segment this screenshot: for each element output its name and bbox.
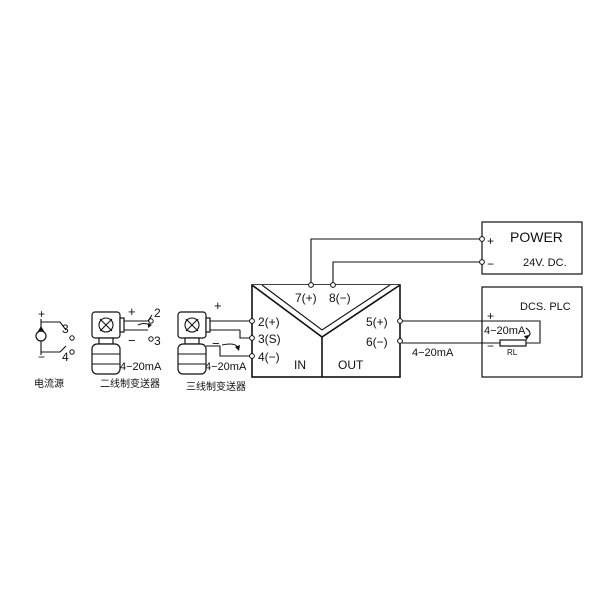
terminal-6-label: 6(−) xyxy=(366,335,388,349)
three-wire-connector xyxy=(205,317,211,333)
dcs-plus: + xyxy=(487,309,494,323)
power-minus: − xyxy=(487,257,494,271)
terminal-5-label: 5(+) xyxy=(366,315,388,329)
two-wire-current: 4−20mA xyxy=(120,361,162,373)
terminal-6-dot xyxy=(397,338,403,344)
two-wire-node-2: 2 xyxy=(154,306,161,320)
three-wire-gauge xyxy=(184,317,200,333)
current-source-label: 电流源 xyxy=(34,377,64,390)
power-box xyxy=(481,221,583,275)
two-wire-minus: − xyxy=(128,333,136,348)
two-wire-node-3: 3 xyxy=(154,334,161,348)
source-wire-3 xyxy=(41,321,67,331)
source-node-4: 4 xyxy=(62,350,69,364)
two-wire-terminal-3 xyxy=(148,336,154,342)
power-wire-negative xyxy=(332,261,480,283)
terminal-8-dot xyxy=(330,282,336,288)
terminal-3-label: 3(S) xyxy=(258,332,281,346)
power-supply: POWER 24V. DC. + − xyxy=(479,221,583,275)
power-plus-terminal xyxy=(479,236,485,242)
resistor-label: RL xyxy=(507,348,518,357)
three-wire-arrow-head xyxy=(235,345,240,351)
isolator-module: 7(+) 8(−) 2(+) 3(S) 4(−) 5(+) 6(−) IN OU… xyxy=(249,282,403,378)
two-wire-label: 二线制变送器 xyxy=(100,377,160,390)
three-wire-body xyxy=(177,343,207,375)
two-wire-body xyxy=(91,343,121,375)
two-wire-terminal-2 xyxy=(148,318,154,324)
three-wire-current: 4−20mA xyxy=(205,361,247,373)
power-voltage: 24V. DC. xyxy=(523,257,567,269)
two-wire-wire-2 xyxy=(124,314,153,322)
three-wire-transmitter: + − 4−20mA 三线制变送器 xyxy=(177,298,247,393)
dcs-current: 4−20mA xyxy=(484,325,526,337)
terminal-4-dot xyxy=(249,353,255,359)
input-wire-3b xyxy=(239,330,250,339)
power-plus: + xyxy=(487,234,494,248)
two-wire-plus: + xyxy=(128,304,136,319)
source-terminal-4 xyxy=(69,349,75,355)
terminal-2-label: 2(+) xyxy=(258,315,280,329)
current-source: + − 3 4 电流源 xyxy=(34,307,75,390)
output-signal-label: 4−20mA xyxy=(412,347,454,359)
dcs-internal-loop-top xyxy=(482,320,541,344)
terminal-8-label: 8(−) xyxy=(329,291,351,305)
terminal-4-label: 4(−) xyxy=(258,350,280,364)
module-out-label: OUT xyxy=(338,358,364,372)
two-wire-gauge xyxy=(98,317,114,333)
two-wire-connector xyxy=(119,317,125,333)
three-wire-minus: − xyxy=(212,336,220,351)
terminal-3-dot xyxy=(249,335,255,341)
input-wire-4 xyxy=(206,345,250,357)
source-node-3: 3 xyxy=(62,322,69,336)
source-wire-4 xyxy=(41,345,67,353)
terminal-7-label: 7(+) xyxy=(295,291,317,305)
dcs-title: DCS. PLC xyxy=(520,301,571,313)
two-wire-gauge-line-2 xyxy=(99,318,113,332)
two-wire-transmitter: + − 2 3 4−20mA 二线制变送器 xyxy=(91,304,162,390)
load-resistor xyxy=(499,339,527,347)
terminal-2-dot xyxy=(249,318,255,324)
power-minus-terminal xyxy=(479,259,485,265)
three-wire-gauge-line-2 xyxy=(185,318,199,332)
terminal-5-dot xyxy=(397,318,403,324)
dcs-minus: − xyxy=(487,339,494,353)
dcs-arrow-head xyxy=(524,335,529,340)
terminal-7-dot xyxy=(308,282,314,288)
source-arrow xyxy=(38,326,44,331)
power-wire-positive xyxy=(310,238,480,283)
module-v-inner xyxy=(261,284,391,331)
power-title: POWER xyxy=(510,229,563,245)
three-wire-neck xyxy=(184,337,200,345)
three-wire-label: 三线制变送器 xyxy=(186,380,246,393)
source-symbol xyxy=(35,330,47,342)
two-wire-neck xyxy=(98,337,114,345)
source-minus: − xyxy=(38,350,45,364)
dcs-box xyxy=(481,286,583,378)
module-in-label: IN xyxy=(294,358,306,372)
source-terminal-3 xyxy=(69,335,75,341)
three-wire-plus: + xyxy=(214,298,222,313)
two-wire-arrow-head xyxy=(148,323,152,328)
dcs-plc: DCS. PLC + − 4−20mA RL xyxy=(481,286,583,378)
source-plus: + xyxy=(38,307,45,321)
